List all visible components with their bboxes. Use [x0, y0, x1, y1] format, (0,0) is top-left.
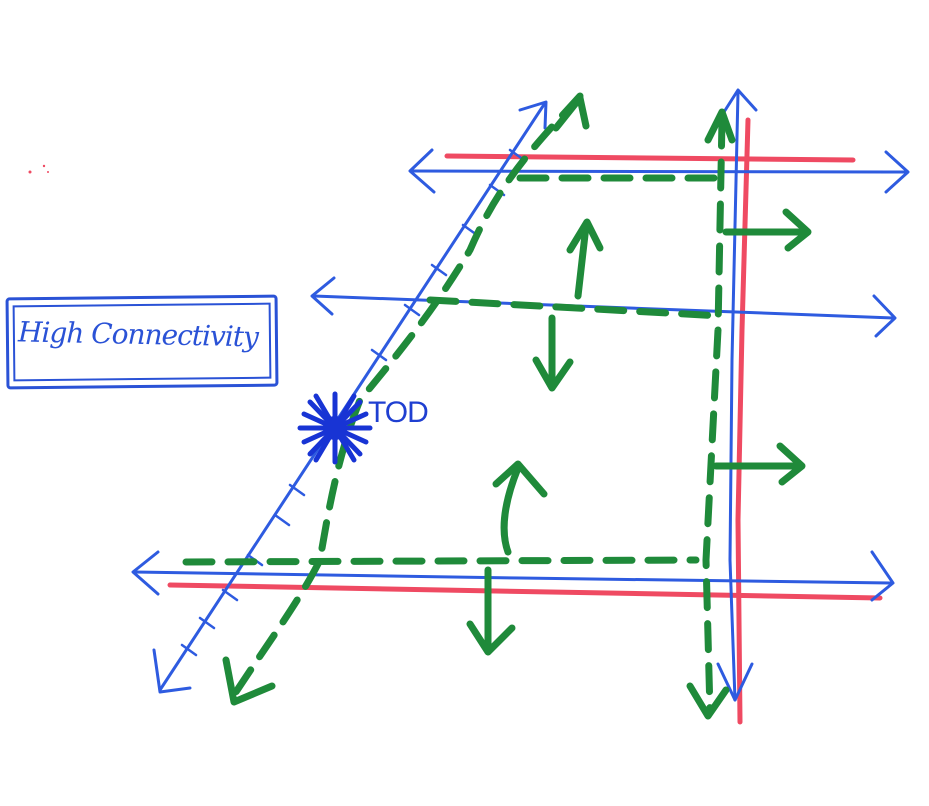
arrow-down-diagonal: [152, 648, 192, 694]
green-vertical-dashed: [702, 116, 726, 716]
red-boundaries: [167, 117, 883, 725]
green-bottom-dashed: [182, 556, 700, 566]
arrow-left-bottom: [131, 550, 160, 596]
rail-tick: [370, 348, 388, 362]
arrow-right-top: [884, 150, 910, 194]
green-arrow-right-upper-head: [782, 208, 812, 252]
rail-tick: [180, 643, 198, 657]
green-arrow-curve-up-shaft: [500, 464, 522, 556]
tod-marker-icon: [297, 391, 373, 465]
rail-tick: [288, 483, 306, 497]
green-arrow-up-right: [704, 108, 736, 144]
blue-road-vertical: [728, 90, 740, 702]
arrow-up-diagonal: [518, 100, 548, 130]
arrow-left-top: [408, 148, 436, 194]
green-middle-dashed: [426, 296, 726, 320]
green-arrow-down-diagonal: [222, 656, 276, 706]
rail-tick: [403, 303, 421, 317]
green-arrow-down-vertical: [686, 682, 730, 720]
arrow-down-vertical: [716, 662, 754, 702]
rail-tick: [198, 616, 216, 630]
green-arrow-up-top-left: [552, 94, 590, 132]
green-arrow-down-inner-head: [532, 356, 574, 392]
rail-tick: [430, 263, 448, 277]
green-arrow-up-inner-shaft: [574, 222, 590, 300]
arrow-right-middle: [872, 294, 897, 338]
red-vertical-line: [735, 117, 751, 725]
high-connectivity-label: High Connectivity: [17, 315, 259, 354]
blue-road-top: [410, 169, 907, 174]
green-arrow-up-inner-head: [566, 218, 604, 254]
green-arrow-down-bottom-head: [466, 620, 516, 656]
green-arrow-right-lower-head: [776, 442, 806, 486]
tod-label: TOD: [368, 396, 429, 429]
red-bottom-line: [167, 582, 883, 601]
red-specks: [28, 164, 49, 174]
red-top-line: [444, 153, 856, 163]
arrow-up-vertical: [722, 88, 758, 114]
arrow-right-bottom: [870, 550, 895, 602]
rail-tick: [273, 513, 291, 527]
blue-road-bottom: [132, 570, 892, 585]
arrow-left-middle: [310, 276, 336, 316]
green-arrow-curve-up-head: [492, 460, 548, 498]
rail-tick: [221, 588, 239, 602]
